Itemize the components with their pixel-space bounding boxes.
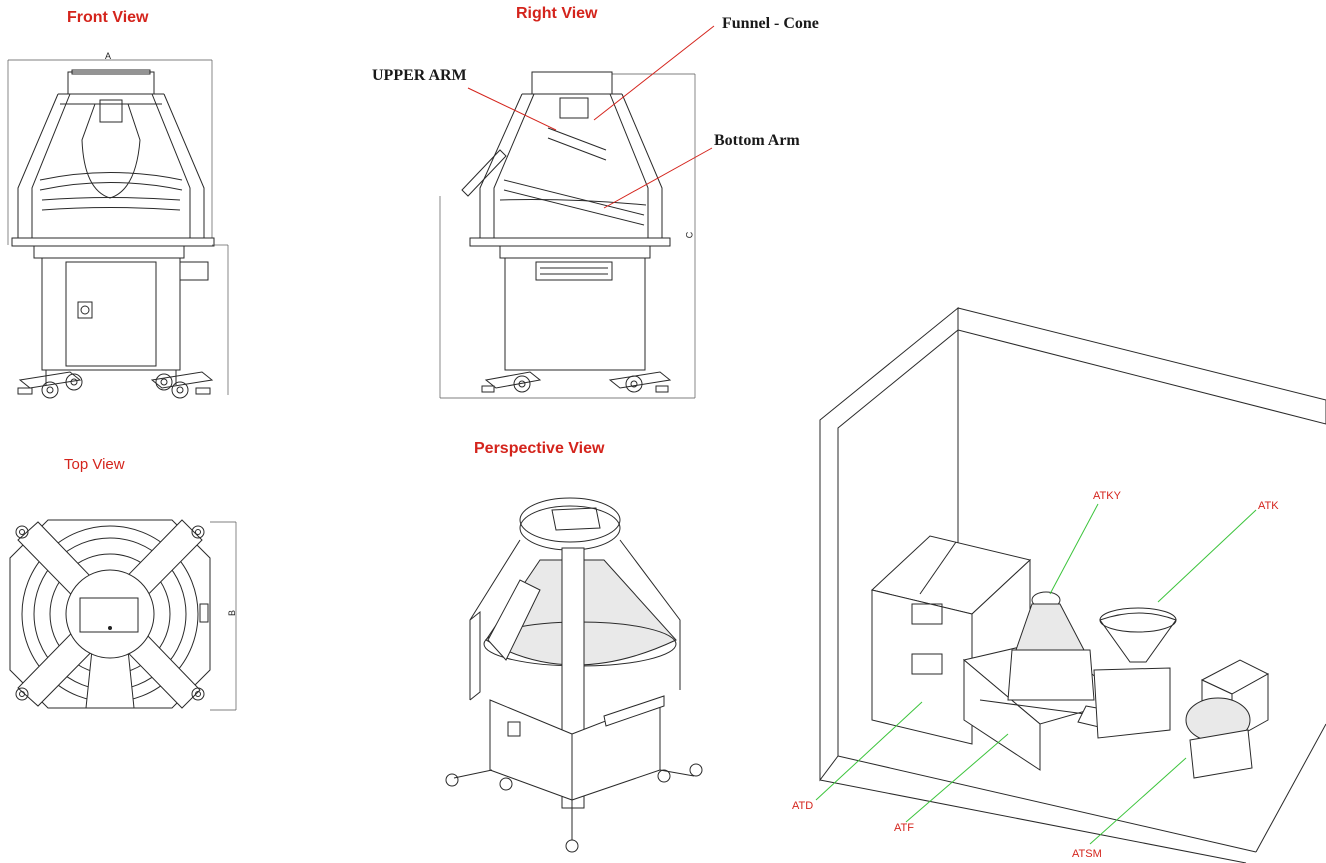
front-view-title: Front View <box>67 9 149 26</box>
funnel-cone-label: Funnel - Cone <box>722 15 819 32</box>
right-view-drawing <box>439 71 696 399</box>
atky-label: ATKY <box>1093 490 1121 502</box>
front-view-drawing <box>7 59 229 399</box>
atk-leader <box>1157 509 1257 603</box>
top-view-title: Top View <box>64 456 125 473</box>
funnel-cone-leader <box>593 25 715 121</box>
dimension-c: C <box>684 231 695 239</box>
atsm-leader <box>1089 757 1187 845</box>
dimension-b: B <box>227 609 238 617</box>
top-view-drawing <box>9 519 237 711</box>
atd-leader <box>815 701 923 801</box>
atsm-label: ATSM <box>1072 848 1102 860</box>
bottom-arm-leader <box>603 147 713 209</box>
upper-arm-leader <box>467 87 557 131</box>
room-layout-drawing <box>819 306 1326 863</box>
perspective-view-drawing <box>445 497 703 853</box>
upper-arm-label: UPPER ARM <box>372 67 467 84</box>
atky-leader <box>1049 503 1099 595</box>
right-view-title: Right View <box>516 5 598 22</box>
atf-label: ATF <box>894 822 914 834</box>
bottom-arm-label: Bottom Arm <box>714 132 800 149</box>
atd-label: ATD <box>792 800 814 812</box>
dimension-a: A <box>105 51 112 61</box>
atk-label: ATK <box>1258 500 1279 512</box>
perspective-view-title: Perspective View <box>474 440 605 457</box>
atf-leader <box>905 733 1009 823</box>
